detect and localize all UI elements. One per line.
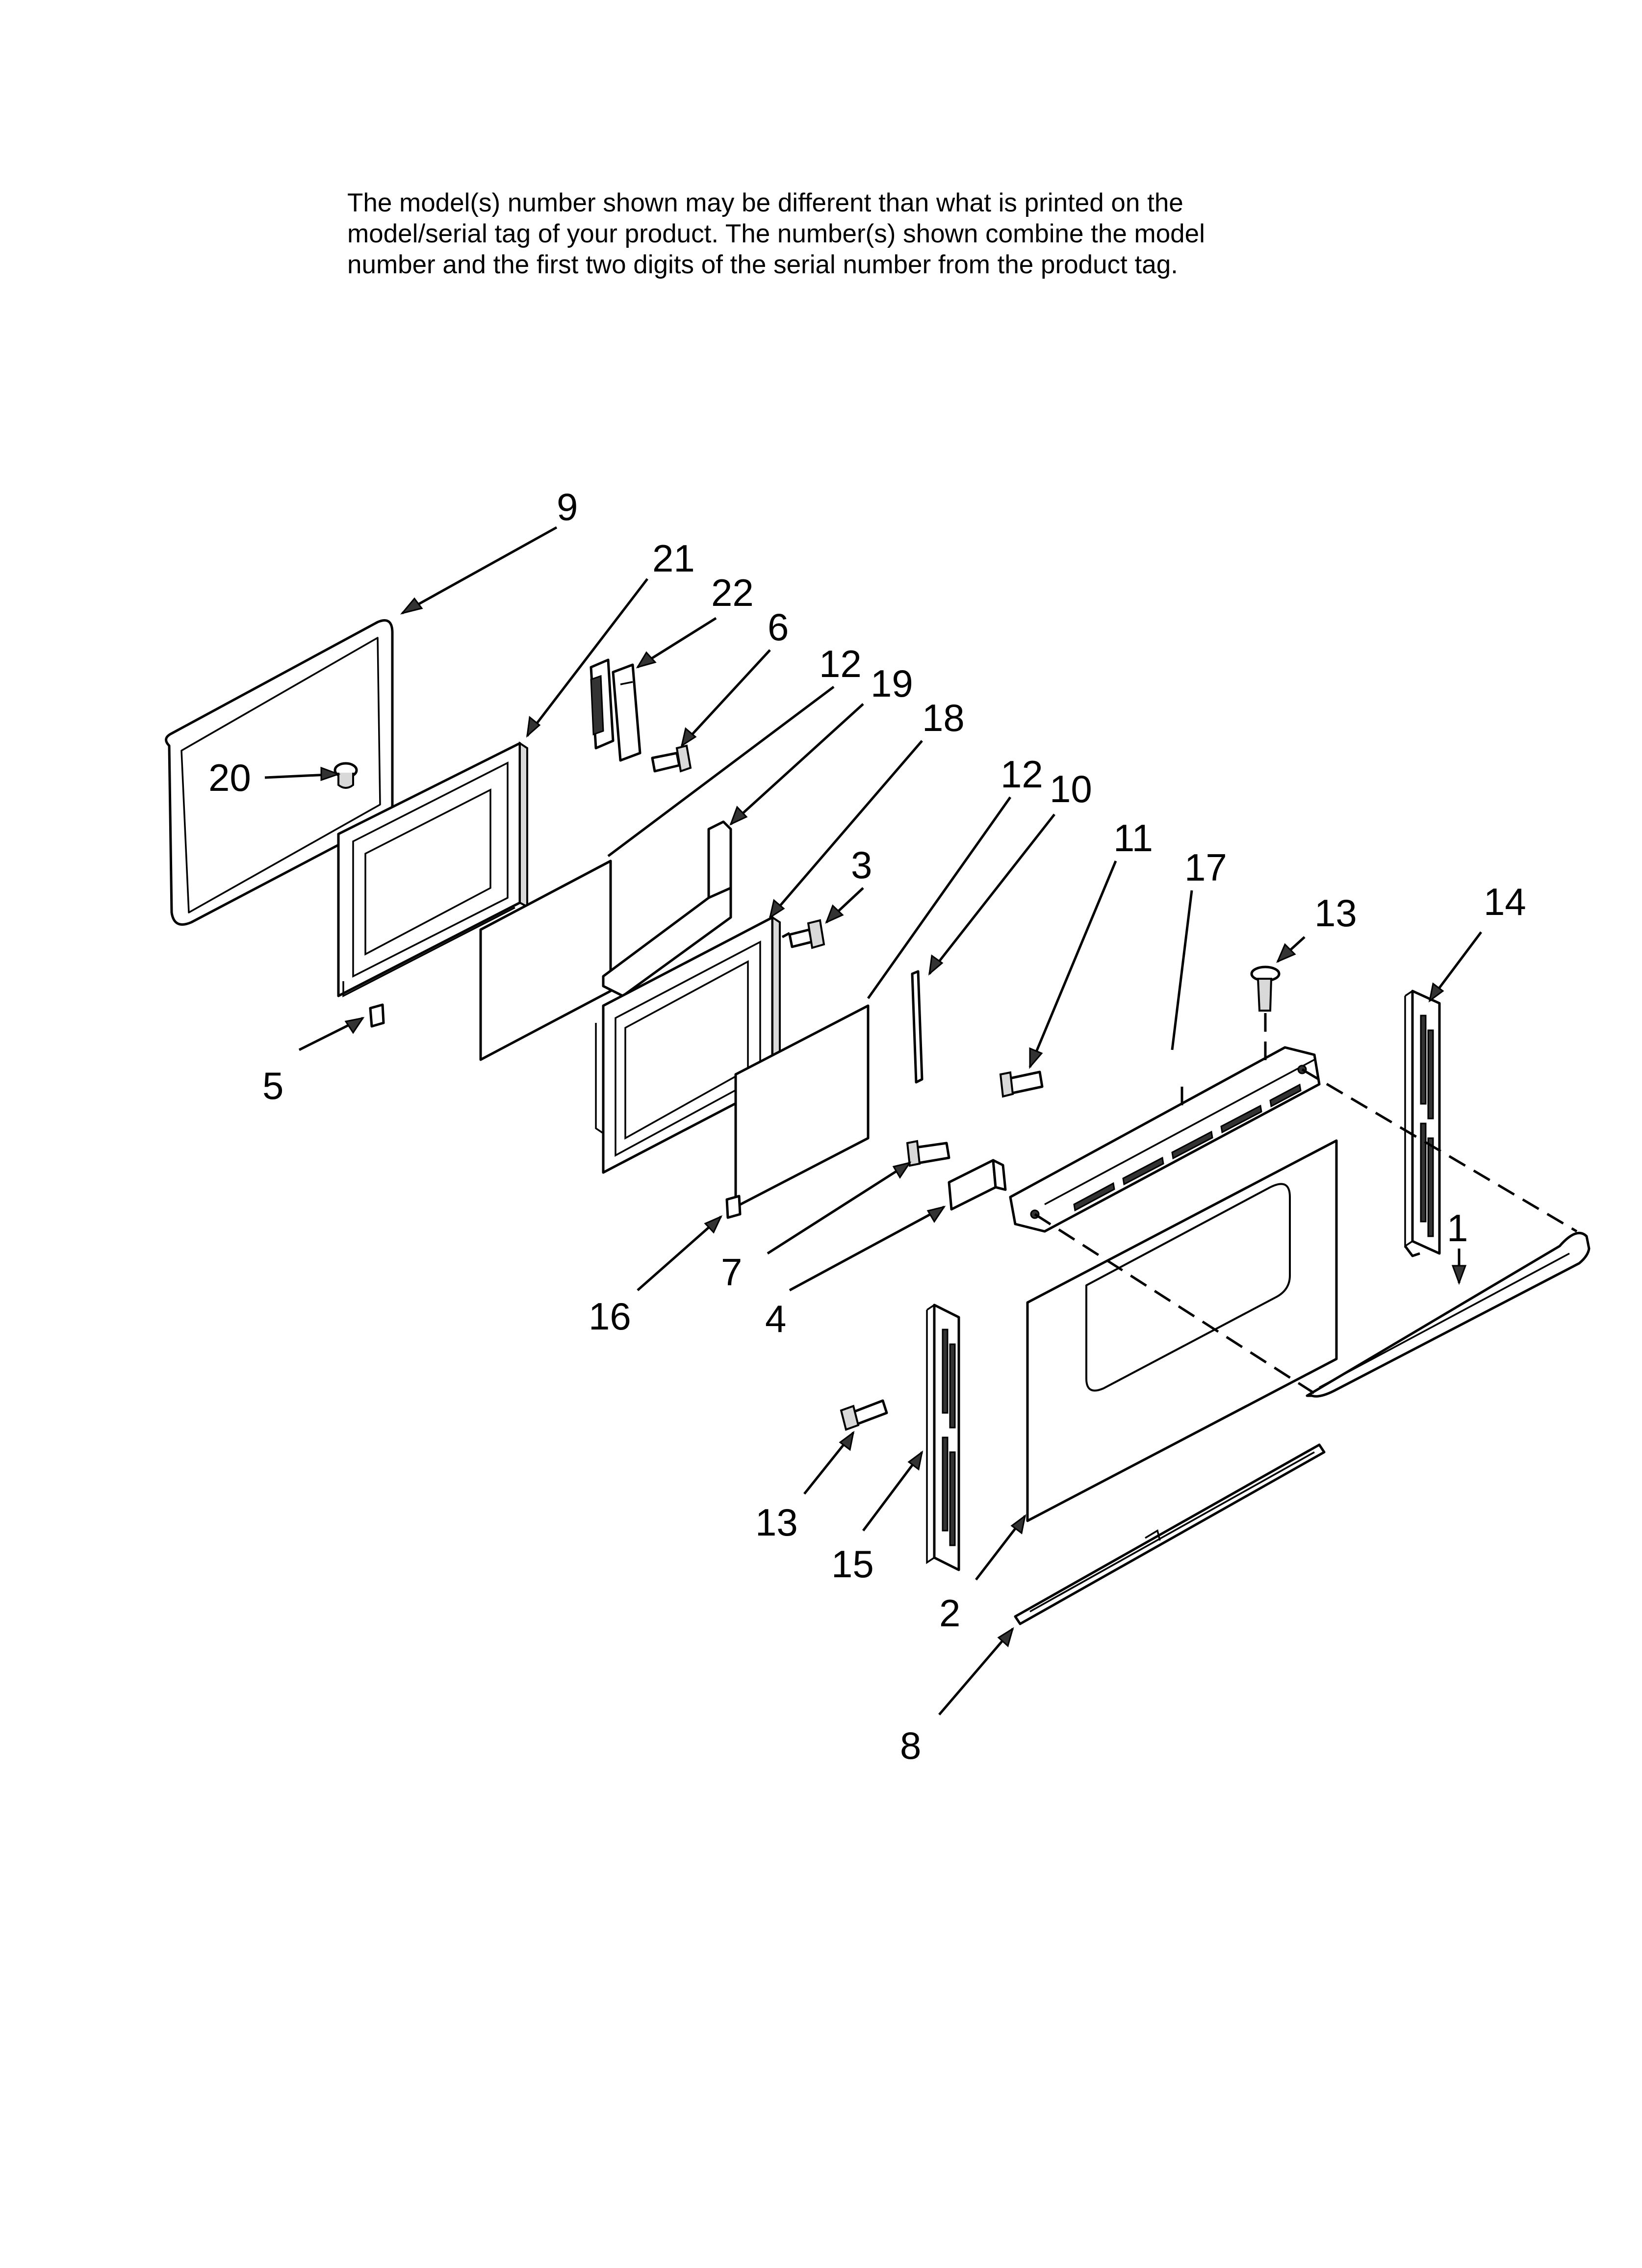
door-bracket bbox=[948, 1159, 1007, 1211]
screw-3 bbox=[788, 919, 825, 949]
callout-13-upper: 13 bbox=[1314, 891, 1357, 935]
callout-19: 19 bbox=[871, 662, 913, 705]
side-trim-left bbox=[926, 1303, 960, 1571]
glass-spacer bbox=[911, 970, 924, 1084]
note-line-3: number and the first two digits of the s… bbox=[347, 250, 1178, 279]
callout-4: 4 bbox=[765, 1297, 786, 1340]
callout-10: 10 bbox=[1050, 767, 1092, 810]
door-hinge bbox=[590, 658, 641, 762]
door-insulation bbox=[602, 820, 732, 997]
side-trim-right bbox=[1404, 990, 1441, 1257]
assembly-lines bbox=[781, 932, 1578, 1395]
callout-22: 22 bbox=[711, 571, 754, 614]
callout-labels: 9 21 22 6 12 19 18 20 3 12 10 11 17 13 1… bbox=[208, 485, 1526, 1767]
vent-trim bbox=[1009, 1046, 1321, 1233]
callout-9: 9 bbox=[557, 485, 578, 528]
window-glass-lower bbox=[734, 1004, 870, 1208]
callout-12-lower: 12 bbox=[1001, 753, 1043, 796]
callout-14: 14 bbox=[1484, 880, 1526, 923]
callout-20: 20 bbox=[208, 756, 251, 799]
screw-11 bbox=[999, 1070, 1044, 1098]
callout-7: 7 bbox=[721, 1251, 742, 1294]
door-gasket bbox=[165, 619, 394, 926]
clip-5 bbox=[369, 1003, 385, 1028]
leader-lines bbox=[264, 526, 1482, 1716]
plug bbox=[334, 762, 358, 789]
callout-1: 1 bbox=[1447, 1206, 1468, 1250]
screw-7 bbox=[906, 1140, 950, 1167]
callout-2: 2 bbox=[939, 1591, 960, 1635]
callout-15: 15 bbox=[831, 1542, 874, 1586]
clip-16 bbox=[725, 1195, 742, 1219]
callout-11: 11 bbox=[1113, 816, 1153, 860]
screw-6 bbox=[651, 744, 692, 773]
model-number-note: The model(s) number shown may be differe… bbox=[347, 187, 1377, 280]
callout-21: 21 bbox=[652, 537, 695, 580]
outer-door-panel bbox=[1026, 1139, 1338, 1522]
note-line-1: The model(s) number shown may be differe… bbox=[347, 188, 1183, 217]
callout-13-lower: 13 bbox=[755, 1501, 798, 1544]
callout-17: 17 bbox=[1184, 846, 1227, 889]
callout-5: 5 bbox=[262, 1064, 283, 1107]
callout-16: 16 bbox=[589, 1295, 631, 1338]
note-line-2: model/serial tag of your product. The nu… bbox=[347, 219, 1205, 248]
screw-13-upper bbox=[1250, 965, 1281, 1012]
callout-6: 6 bbox=[768, 605, 789, 649]
bottom-trim bbox=[1014, 1443, 1326, 1625]
screw-13-lower bbox=[840, 1399, 888, 1431]
callout-12-upper: 12 bbox=[819, 642, 862, 685]
callout-8: 8 bbox=[900, 1724, 921, 1767]
inner-door-liner bbox=[337, 741, 528, 997]
callout-3: 3 bbox=[851, 843, 872, 886]
door-handle bbox=[1306, 1231, 1591, 1398]
arrow-heads bbox=[320, 597, 1467, 1647]
callout-18: 18 bbox=[922, 696, 965, 739]
